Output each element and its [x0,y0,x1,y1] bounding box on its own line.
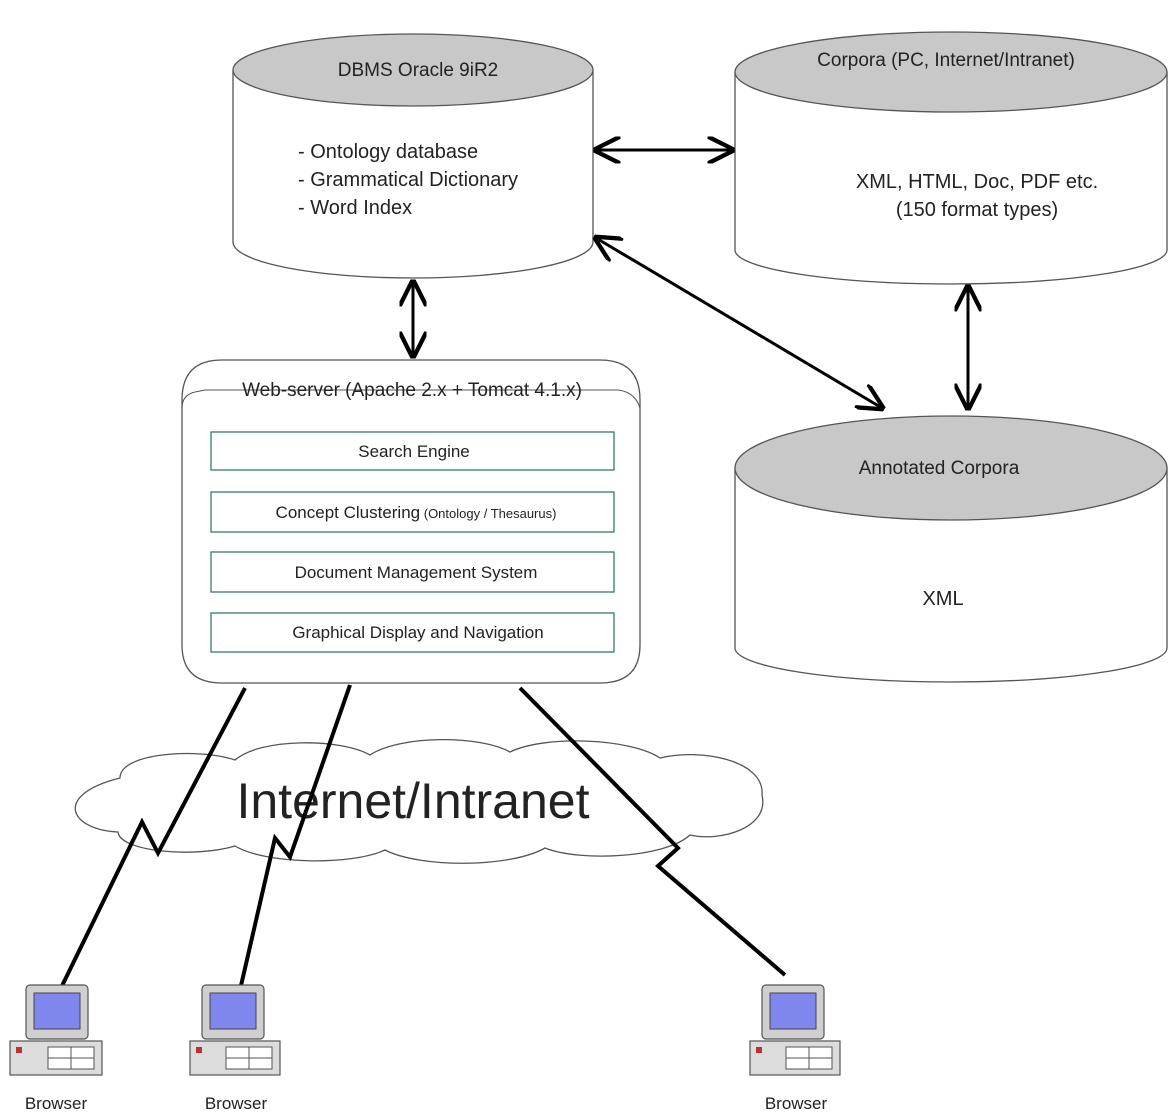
dbms-item-ontology: - Ontology database [298,141,478,163]
module-concept-clustering-label: Concept Clustering (Ontology / Thesaurus… [276,503,557,522]
dbms-database: DBMS Oracle 9iR2 - Ontology database - G… [232,33,594,279]
browser-client-2: Browser [189,984,281,1113]
module-search-engine [210,431,615,471]
browser-label-1: Browser [25,1094,88,1113]
module-concept-clustering-note: (Ontology / Thesaurus) [420,506,556,521]
computer-icon [749,984,841,1076]
connection-link-1 [58,687,247,991]
computer-icon [9,984,103,1076]
corpora-title: Corpora (PC, Internet/Intranet) [817,50,1075,71]
internet-cloud: Internet/Intranet [74,738,764,864]
dbms-item-dictionary: - Grammatical Dictionary [298,169,518,191]
arrow-dbms-annotated [596,238,882,408]
module-graphical-display [210,612,615,653]
network-links [58,684,787,991]
dbms-title: DBMS Oracle 9iR2 [338,60,499,81]
browser-label-3: Browser [765,1094,828,1113]
data-flow-arrows [413,150,968,408]
browser-client-1: Browser [9,984,103,1113]
computer-icon [189,984,281,1076]
annotated-title: Annotated Corpora [859,458,1020,479]
annotated-corpora-database: Annotated Corpora XML [734,415,1168,683]
module-search-engine-label: Search Engine [358,442,470,461]
webserver-title: Web-server (Apache 2.x + Tomcat 4.1.x) [242,380,582,401]
module-graphical-display-label: Graphical Display and Navigation [292,623,543,642]
corpora-formats: XML, HTML, Doc, PDF etc. [856,171,1098,193]
annotated-body: XML [922,588,963,610]
module-document-management-label: Document Management System [295,563,538,582]
module-document-management [210,551,615,593]
connection-link-3 [518,686,787,977]
browser-label-2: Browser [205,1094,268,1113]
network-label: Internet/Intranet [236,773,589,829]
corpora-database: Corpora (PC, Internet/Intranet) XML, HTM… [734,31,1168,285]
module-concept-clustering [210,491,615,533]
browser-client-3: Browser [749,984,841,1113]
connection-link-2 [238,684,352,991]
dbms-item-word-index: - Word Index [298,197,412,219]
corpora-format-count: (150 format types) [896,199,1058,221]
web-server: Web-server (Apache 2.x + Tomcat 4.1.x) S… [181,359,641,684]
